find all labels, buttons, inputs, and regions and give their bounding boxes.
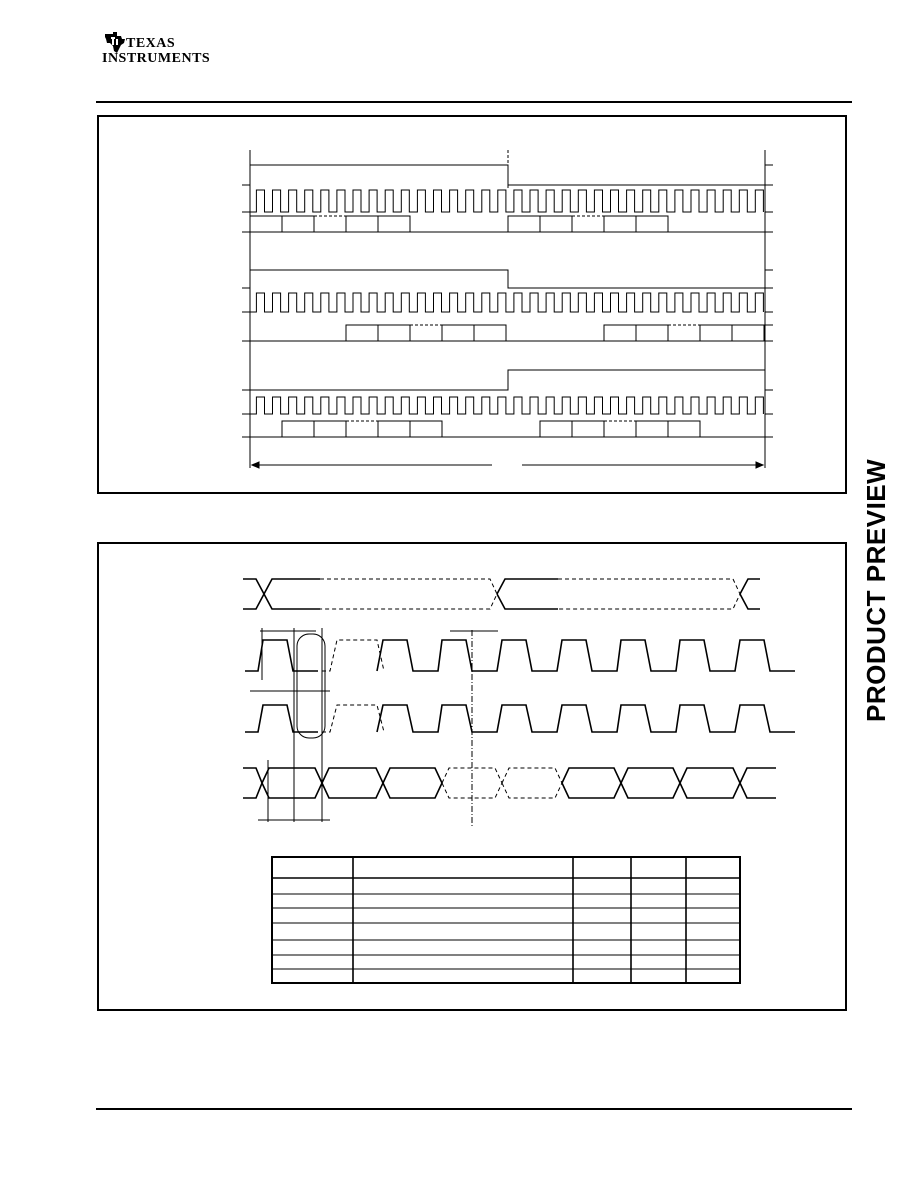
clock-waveform-2 bbox=[250, 292, 764, 313]
data-bus-cell-0 bbox=[261, 767, 323, 799]
data-bus-cell-5 bbox=[561, 767, 622, 799]
edge-highlight bbox=[296, 633, 326, 739]
clock-waveform-b bbox=[245, 704, 795, 733]
data-bus-cell-3 bbox=[441, 767, 503, 799]
figure-2-frame bbox=[97, 542, 847, 1011]
ti-state-logo-icon bbox=[105, 32, 125, 53]
frame-sync-waveform-2 bbox=[250, 269, 765, 289]
data-bus-cell-1 bbox=[321, 767, 384, 799]
figure-1-frame bbox=[97, 115, 847, 494]
timing-parameter-table bbox=[271, 856, 741, 984]
logo-text-texas: TEXAS bbox=[126, 36, 176, 51]
data-bus-edge-start bbox=[243, 767, 263, 799]
footer-rule bbox=[96, 1108, 852, 1110]
arrowhead-left bbox=[250, 461, 260, 469]
ti-logo: TEXAS INSTRUMENTS bbox=[100, 28, 220, 72]
sync-bus-edge-start bbox=[243, 578, 265, 610]
arrowhead-right bbox=[755, 461, 765, 469]
data-bus-cell-6 bbox=[620, 767, 681, 799]
data-bus-edge-end bbox=[739, 767, 776, 799]
clock-waveform-a bbox=[245, 639, 795, 672]
frame-sync-waveform-1 bbox=[250, 164, 765, 186]
logo-text-instruments: INSTRUMENTS bbox=[102, 51, 211, 66]
sync-bus-edge-end bbox=[739, 578, 760, 610]
figure-1-timing-diagram bbox=[242, 150, 773, 469]
clock-waveform-a-dashed bbox=[322, 639, 385, 672]
data-bus-cell-2 bbox=[382, 767, 443, 799]
frame-sync-waveform-3 bbox=[250, 369, 765, 391]
table-grid bbox=[273, 858, 739, 982]
sync-bus-dashed-1 bbox=[320, 578, 498, 610]
data-bus-cell-4 bbox=[501, 767, 563, 799]
clock-waveform-3 bbox=[250, 396, 764, 415]
data-bus-cell-7 bbox=[679, 767, 741, 799]
clock-waveform-b-dashed bbox=[322, 704, 385, 733]
sync-bus-segment-2 bbox=[496, 578, 558, 610]
clock-waveform-1 bbox=[250, 189, 764, 213]
sync-bus-segment-1 bbox=[263, 578, 320, 610]
header-rule bbox=[96, 101, 852, 103]
sync-bus-dashed-2 bbox=[558, 578, 741, 610]
